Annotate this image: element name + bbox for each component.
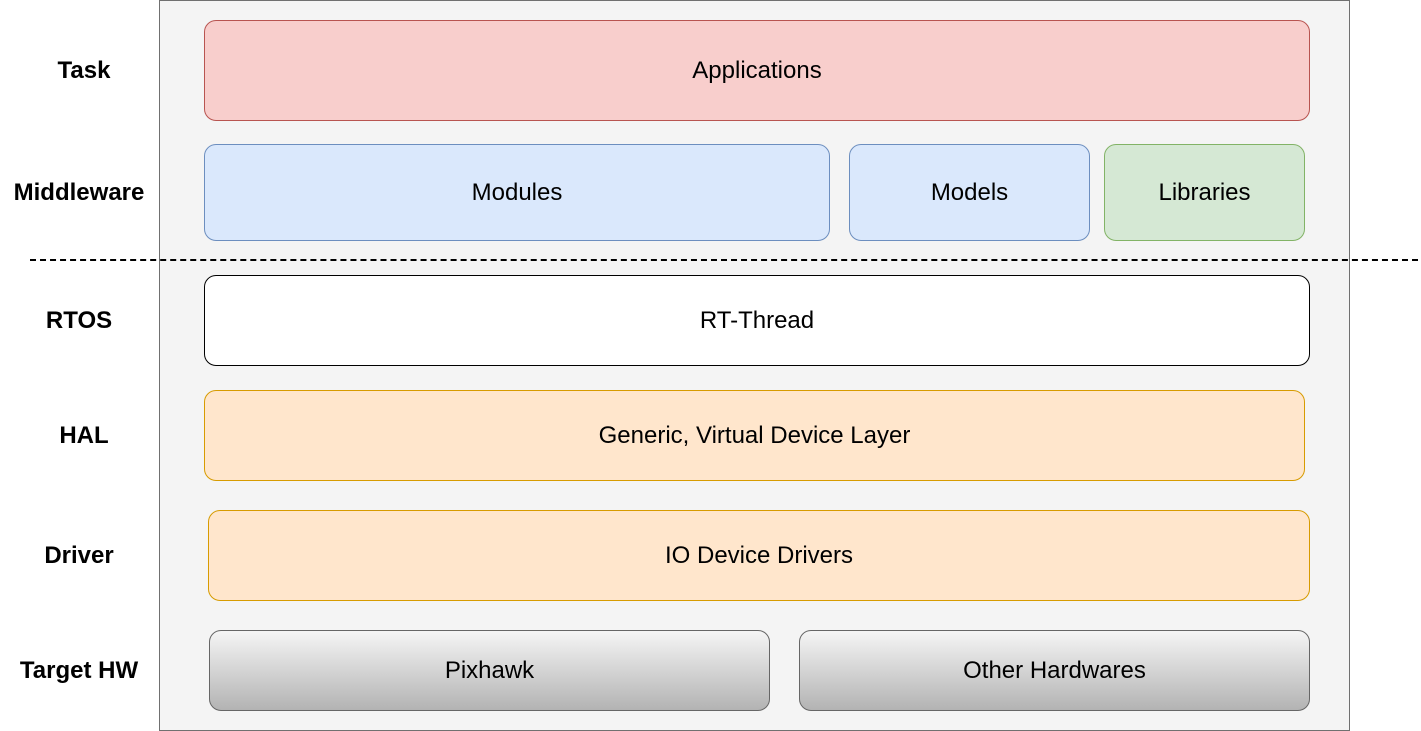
modules-label: Modules	[471, 178, 563, 206]
layer-label-hal: HAL	[59, 422, 109, 449]
models-block: Models	[849, 144, 1090, 241]
rt-thread-label: RT-Thread	[699, 306, 815, 334]
libraries-label: Libraries	[1158, 178, 1251, 206]
applications-block: Applications	[204, 20, 1310, 121]
layer-label-task: Task	[57, 57, 111, 84]
rt-thread-block: RT-Thread	[204, 275, 1310, 366]
hal-block: Generic, Virtual Device Layer	[204, 390, 1305, 481]
pixhawk-block: Pixhawk	[209, 630, 770, 711]
models-label: Models	[930, 178, 1009, 206]
other-hardwares-block: Other Hardwares	[799, 630, 1310, 711]
io-drivers-block: IO Device Drivers	[208, 510, 1310, 601]
layer-divider	[30, 259, 1418, 261]
hal-block-label: Generic, Virtual Device Layer	[598, 421, 911, 449]
modules-block: Modules	[204, 144, 830, 241]
pixhawk-label: Pixhawk	[444, 656, 535, 684]
layer-label-middleware: Middleware	[13, 179, 145, 206]
other-hardwares-label: Other Hardwares	[963, 656, 1146, 684]
io-drivers-label: IO Device Drivers	[664, 541, 854, 569]
layer-label-target-hw: Target HW	[19, 657, 139, 684]
layer-label-driver: Driver	[44, 542, 114, 569]
layer-label-rtos: RTOS	[45, 307, 113, 334]
applications-label: Applications	[692, 56, 822, 84]
libraries-block: Libraries	[1104, 144, 1305, 241]
